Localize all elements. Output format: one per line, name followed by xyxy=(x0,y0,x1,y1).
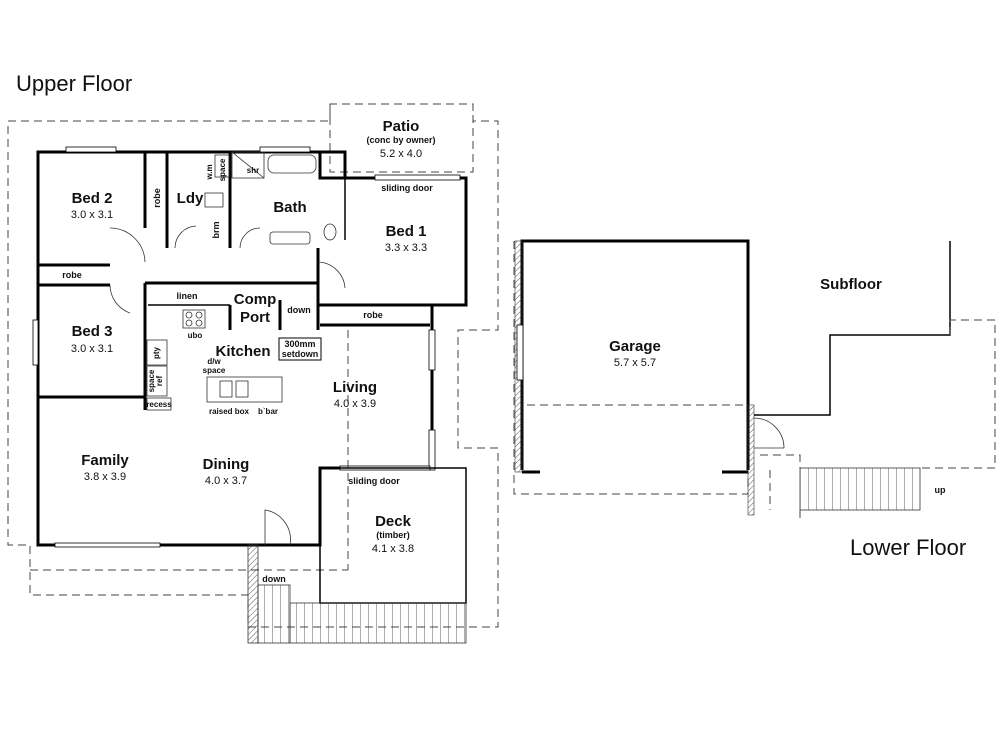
bed3-label: Bed 3 xyxy=(72,323,113,340)
robe-bed1-label: robe xyxy=(363,310,383,320)
robe-bed2-label: robe xyxy=(152,188,162,208)
patio-note: (conc by owner) xyxy=(366,135,435,145)
ref-label: ref xyxy=(155,376,164,387)
lower-stairs xyxy=(799,467,921,511)
bath-wall xyxy=(318,152,345,180)
ldy-label: Ldy xyxy=(177,190,204,207)
kitchen-label: Kitchen xyxy=(215,343,270,360)
bathtub xyxy=(267,154,317,174)
subfloor-label: Subfloor xyxy=(820,276,882,293)
bed1-dim: 3.3 x 3.3 xyxy=(385,242,427,254)
sliding-door-bed1-label: sliding door xyxy=(381,183,433,193)
upper-floor-plan xyxy=(7,103,499,644)
dining-label: Dining xyxy=(203,456,250,473)
dw-space-label: space xyxy=(203,366,226,375)
setdown-label-2: setdown xyxy=(282,349,319,359)
deck-dim: 4.1 x 3.8 xyxy=(372,543,414,555)
setdown-label-1: 300mm xyxy=(284,339,315,349)
space-label: space xyxy=(218,158,227,181)
linen-label: linen xyxy=(176,291,197,301)
upper-floor-labels: Patio (conc by owner) 5.2 x 4.0 sliding … xyxy=(62,118,435,584)
bed3-dim: 3.0 x 3.1 xyxy=(71,343,113,355)
toilet xyxy=(323,223,337,241)
cooktop xyxy=(182,309,206,329)
recess-label: recess xyxy=(146,400,172,409)
living-label: Living xyxy=(333,379,377,396)
patio-label: Patio xyxy=(383,118,420,135)
shr-label: shr xyxy=(247,166,259,175)
ubo-label: ubo xyxy=(188,331,203,340)
lower-floor-plan xyxy=(513,239,996,520)
garage-label: Garage xyxy=(609,338,661,355)
island-bench xyxy=(206,376,283,403)
bed2-dim: 3.0 x 3.1 xyxy=(71,209,113,221)
deck-note: (timber) xyxy=(376,530,410,540)
wm-label: w.m xyxy=(205,164,214,180)
comp-port-label-1: Comp xyxy=(234,291,277,308)
raised-box-label: raised box xyxy=(209,407,250,416)
patio-dim: 5.2 x 4.0 xyxy=(380,148,422,160)
bbar-label: b`bar xyxy=(258,407,278,416)
deck-label: Deck xyxy=(375,513,412,530)
up-lower-label: up xyxy=(935,485,946,495)
deck-stairs xyxy=(289,602,467,644)
garage-dim: 5.7 x 5.7 xyxy=(614,357,656,369)
comp-port-label-2: Port xyxy=(240,309,270,326)
living-dim: 4.0 x 3.9 xyxy=(334,398,376,410)
upper-floor-title: Upper Floor xyxy=(16,71,132,96)
down-hall-label: down xyxy=(287,305,311,315)
sliding-door-deck-label: sliding door xyxy=(348,476,400,486)
pty-label: pty xyxy=(152,346,161,359)
lower-floor-title: Lower Floor xyxy=(850,535,966,560)
bed1-label: Bed 1 xyxy=(386,223,427,240)
bed2-label: Bed 2 xyxy=(72,190,113,207)
upper-eaves-outline xyxy=(7,103,499,628)
dining-dim: 4.0 x 3.7 xyxy=(205,475,247,487)
bath-label: Bath xyxy=(273,199,306,216)
dw-label: d/w xyxy=(207,357,221,366)
brm-label: brm xyxy=(211,221,221,238)
vanity xyxy=(269,231,311,245)
subfloor-outline xyxy=(754,241,951,416)
down-deck-label: down xyxy=(262,574,286,584)
robe-bed3-label: robe xyxy=(62,270,82,280)
garage-walls xyxy=(520,239,750,470)
lower-floor-labels: Garage 5.7 x 5.7 Subfloor up xyxy=(609,276,946,495)
ref-space-label: space xyxy=(147,369,156,392)
patio-outline xyxy=(329,104,474,173)
family-dim: 3.8 x 3.9 xyxy=(84,471,126,483)
family-label: Family xyxy=(81,452,129,469)
